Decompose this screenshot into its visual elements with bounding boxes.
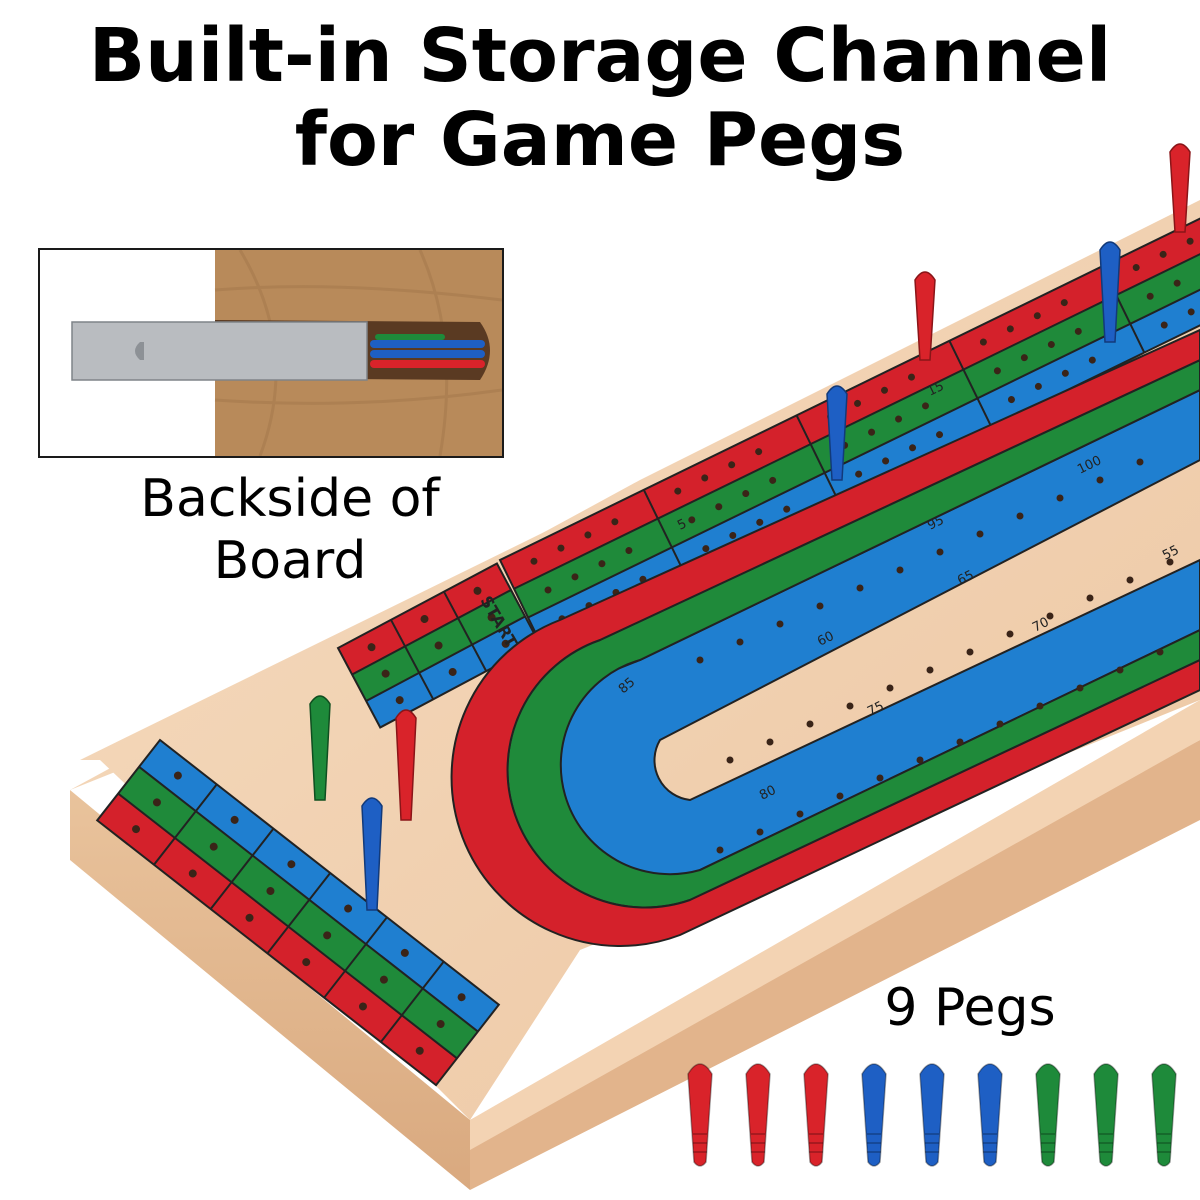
loose-peg-red-1 [687, 1063, 713, 1167]
u-track [450, 328, 1200, 948]
pegs-count-label: 9 Pegs [884, 978, 1056, 1038]
headline-line-1: Built-in Storage Channel [88, 13, 1112, 99]
headline-line-2: for Game Pegs [294, 97, 906, 183]
board-peg-blue-3 [361, 797, 383, 911]
board-right-edge [470, 740, 1200, 1190]
inset-caption-line-2: Board [213, 531, 367, 591]
headline: Built-in Storage Channel for Game Pegs [0, 0, 1200, 182]
loose-peg-green-7 [1035, 1063, 1061, 1167]
metal-slide-cover [71, 321, 368, 381]
track-number-65: 65 [955, 568, 976, 589]
board-peg-blue-1 [826, 385, 848, 481]
start-grid [336, 562, 541, 729]
loose-peg-blue-5 [919, 1063, 945, 1167]
track-number-60: 60 [815, 629, 836, 650]
track-number-75: 75 [865, 699, 886, 720]
loose-peg-red-2 [745, 1063, 771, 1167]
track-number-80: 80 [757, 783, 778, 804]
board-peg-red-1 [914, 271, 936, 361]
track-number-95: 95 [925, 513, 946, 534]
board-peg-green-1 [309, 695, 331, 801]
board-front-edge [70, 790, 470, 1190]
inset-caption: Backside of Board [80, 468, 500, 592]
loose-peg-blue-4 [861, 1063, 887, 1167]
backside-inset-photo [38, 248, 504, 458]
backside-storage-channel-image [40, 250, 502, 456]
board-peg-blue-2 [1099, 241, 1121, 343]
board-peg-red-2 [1169, 143, 1191, 233]
stored-pegs [370, 334, 485, 368]
board-pegs [309, 143, 1191, 911]
loose-peg-red-3 [803, 1063, 829, 1167]
loose-peg-green-9 [1151, 1063, 1177, 1167]
track-number-70: 70 [1030, 615, 1051, 636]
inset-caption-line-1: Backside of [140, 469, 440, 529]
loose-peg-green-8 [1093, 1063, 1119, 1167]
u-track-holes [696, 458, 1174, 854]
track-number-55: 55 [1160, 543, 1181, 564]
left-peg-grid [95, 738, 501, 1087]
track-number-15: 15 [925, 379, 946, 400]
loose-peg-blue-6 [977, 1063, 1003, 1167]
board-peg-red-3 [395, 709, 417, 821]
